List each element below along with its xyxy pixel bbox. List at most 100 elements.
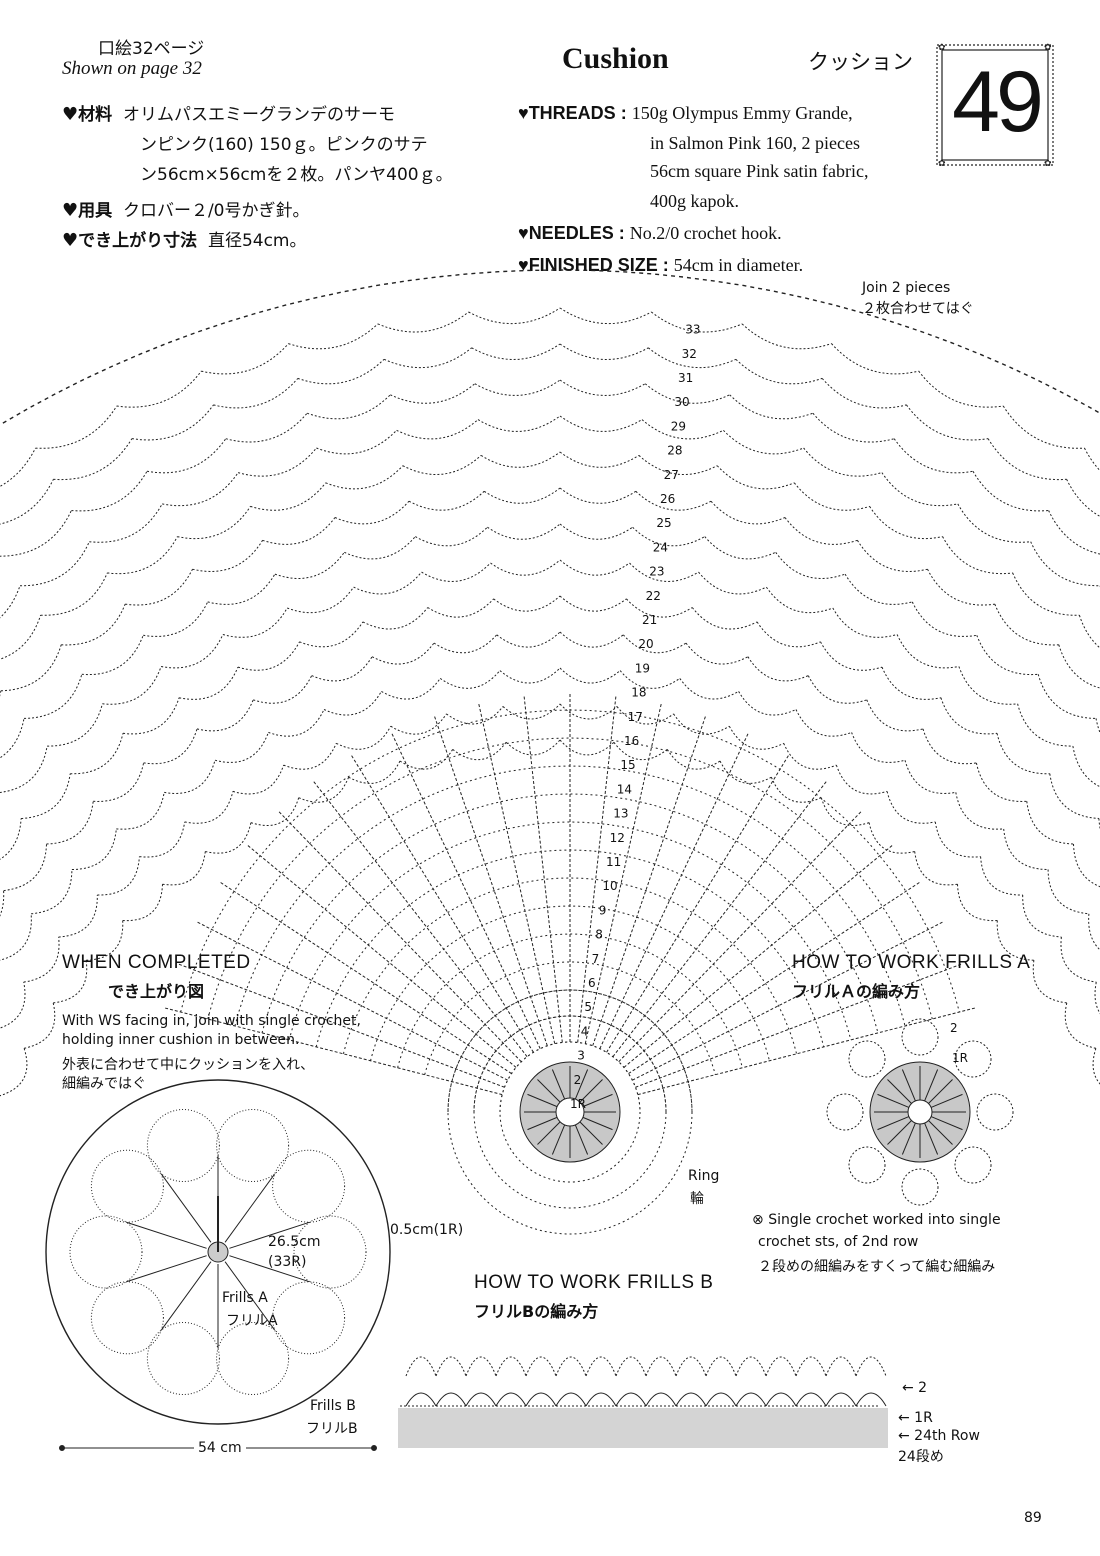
row-label: 27 [664,468,679,482]
mesh-arch [1049,773,1099,819]
mesh-arch [40,572,108,616]
mesh-arch [0,746,48,793]
mesh-arch [71,471,148,512]
mesh-arch [1012,572,1080,616]
mesh-arch [0,913,32,961]
frills-a-spoke [887,1079,912,1104]
mesh-arch [1058,644,1100,689]
frills-a-spoke [877,1093,910,1108]
label-frills-b: Frills B [310,1398,356,1414]
fan-spoke [577,694,617,1043]
mesh-arch [61,603,126,646]
mesh-arch [344,536,416,560]
mesh-arch [641,419,724,440]
mesh-arch [820,641,883,671]
mesh-arch [93,762,145,802]
mesh-arch [122,697,180,735]
mesh-arch [353,571,422,595]
fan-spoke [246,843,517,1068]
frills-b-arch [555,1356,587,1377]
row-label: 12 [610,831,625,845]
mesh-arch [250,482,327,511]
mesh-arch [348,760,401,784]
mesh-arch [559,451,640,468]
edge-row [0,269,1100,426]
row-label: 15 [620,758,635,772]
mesh-arch [972,471,1049,512]
mesh-arch [635,490,712,511]
mesh-arch [0,615,42,660]
mesh-arch [638,455,718,476]
label-frills-a-jp: フリルA [226,1313,278,1329]
mesh-arch [381,678,441,700]
completed-petal-line [161,1174,212,1243]
mesh-arch [53,438,133,481]
mesh-arch [71,828,117,870]
frills-b-inner-arch [825,1392,857,1407]
frills-a-spoke [887,1120,912,1145]
frills-a-row-1: 1R [952,1051,968,1065]
svg-text:✿: ✿ [1044,159,1052,168]
completed-scallop [69,1215,143,1289]
frills-a-petal [826,1093,864,1131]
mesh-arch [728,725,784,750]
frills-b-row-2: ← 2 [902,1380,928,1396]
frills-b-row-1: ← 1R [898,1410,933,1426]
mesh-arch [1078,615,1100,649]
fan-spoke [350,753,534,1053]
mesh-arch [619,670,681,689]
mesh-arch [232,764,285,795]
mesh-arch [896,634,959,669]
label-rows: (33R) [268,1254,307,1270]
mesh-arch [3,843,47,892]
mesh-arch [685,642,749,665]
completed-petal-line [126,1221,207,1249]
mesh-arch [177,506,251,540]
frills-b-shaded-band [398,1408,888,1448]
heart-icon: ♥ [518,255,529,275]
title-jp: クッション [808,50,913,74]
mesh-arch [70,733,124,775]
stitch-row-circle [499,1041,641,1183]
frills-a-spoke [930,1093,963,1108]
fan-spoke [637,1007,977,1096]
mesh-arch [402,455,482,476]
frills-b-arch [825,1356,857,1377]
mesh-arch [415,526,488,547]
mesh-arch [0,479,54,525]
mesh-arch [253,675,313,704]
ring-label-en: Ring [688,1168,720,1184]
pattern-number: 49 [952,54,1044,150]
mesh-arch [23,1002,56,1049]
stitch-row-circle [447,989,693,1235]
mesh-arch [1048,510,1100,555]
row-label: 9 [599,903,607,917]
completed-petal-line [161,1261,212,1330]
completed-scallop [90,1149,164,1223]
mesh-arch [807,675,867,704]
frills-a-spoke [924,1122,939,1155]
frills-b-inner-arch [465,1392,497,1407]
mesh-arch [881,666,942,700]
circled-x-icon: ⊗ [752,1212,764,1228]
svg-text:✿: ✿ [938,43,946,53]
materials-en-threads-line4: 400g kapok. [650,191,739,211]
mesh-arch [869,506,943,540]
frills-b-row-24-jp: 24段め [898,1449,944,1465]
frills-b-inner-arch [855,1392,887,1407]
mesh-arch [1066,479,1100,517]
mesh-arch [0,718,25,759]
frills-b-inner-arch [615,1392,647,1407]
frills-b-inner-arch [765,1392,797,1407]
materials-jp-size: ♥でき上がり寸法 直径54cm。 [62,230,307,251]
completed-scallop [272,1281,346,1355]
row-label: 24 [653,540,668,554]
frills-a-note-jp: ２段めの細編みをすくって編む細編み [758,1259,996,1275]
mesh-arch [644,383,730,404]
completed-scallop [216,1322,290,1395]
mesh-arch [1022,894,1062,938]
mesh-arch [207,573,276,605]
row-label: 17 [628,710,643,724]
frills-a-petal [954,1146,992,1184]
mesh-arch [116,370,202,408]
